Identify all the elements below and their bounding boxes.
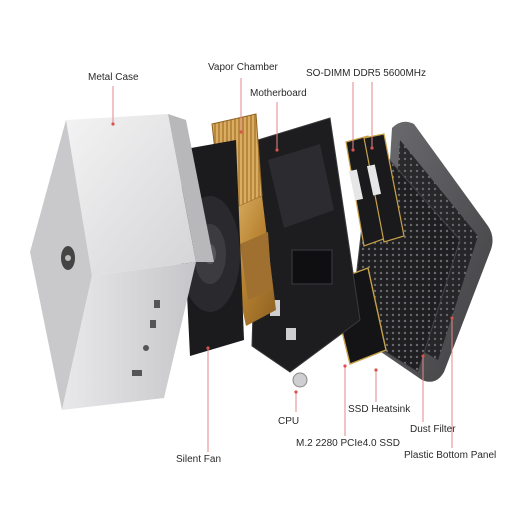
label-cpu: CPU	[278, 416, 300, 427]
label-motherboard: Motherboard	[250, 88, 307, 99]
label-dust-filter: Dust Filter	[410, 424, 456, 435]
leader-dots	[111, 122, 454, 394]
cpu-standoff	[292, 372, 308, 388]
label-metal-case: Metal Case	[88, 72, 139, 83]
label-vapor-chamber: Vapor Chamber	[208, 62, 278, 73]
sodimm-modules	[345, 133, 405, 247]
label-ssd-heatsink: SSD Heatsink	[348, 404, 411, 415]
label-ssd: M.2 2280 PCIe4.0 SSD	[296, 438, 400, 449]
leader-lines	[112, 78, 453, 452]
label-bottom-panel: Plastic Bottom Panel	[404, 450, 497, 461]
label-silent-fan: Silent Fan	[176, 454, 222, 465]
label-sodimm: SO-DIMM DDR5 5600MHz	[306, 68, 427, 79]
metal-case	[30, 114, 214, 410]
